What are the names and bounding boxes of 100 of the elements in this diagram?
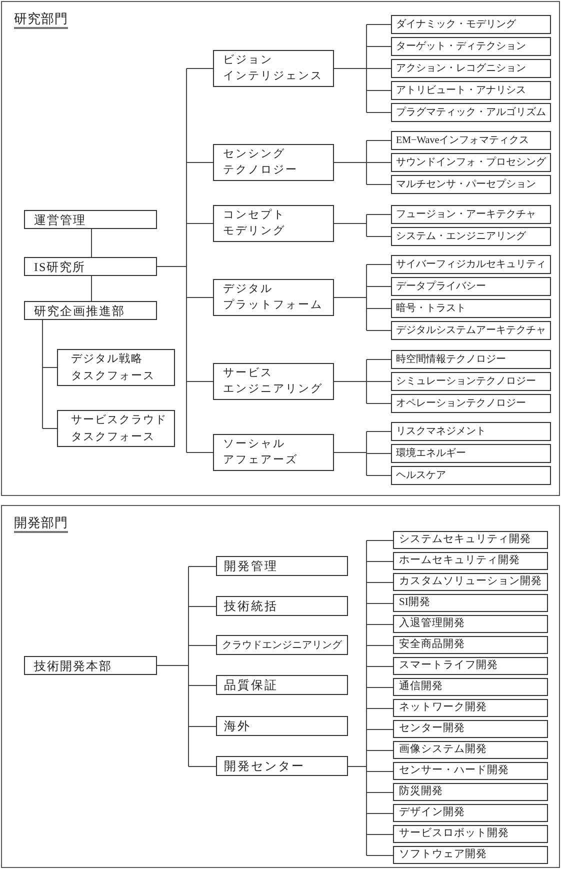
unit-label: 技術統括	[224, 598, 279, 615]
connector-line	[188, 766, 216, 767]
org-unit-box	[24, 210, 157, 229]
org-unit-box	[216, 556, 348, 576]
org-unit-box	[391, 227, 551, 246]
org-unit-box	[393, 846, 548, 864]
connector-line	[42, 428, 58, 429]
unit-label: コンセプトモデリング	[223, 208, 286, 238]
connector-line	[366, 286, 392, 287]
org-unit-box	[391, 277, 551, 296]
unit-label: オペレーションテクノロジー	[396, 397, 527, 411]
org-unit-box	[393, 573, 548, 591]
connector-line	[156, 68, 187, 453]
unit-label: ビジョンインテリジェンス	[223, 52, 324, 84]
unit-label: IS研究所	[34, 258, 87, 276]
unit-label: ソフトウェア開発	[399, 848, 488, 862]
connector-line	[366, 431, 392, 432]
org-unit-box	[393, 699, 548, 717]
unit-label: ホームセキュリティ開発	[399, 554, 521, 568]
unit-label: ダイナミック・モデリング	[396, 18, 517, 32]
org-unit-box	[391, 175, 551, 194]
org-unit-box	[213, 50, 334, 87]
connector-line	[366, 666, 394, 667]
org-unit-box	[393, 657, 548, 675]
connector-line	[366, 771, 394, 772]
connector-line	[366, 359, 392, 360]
connector-line	[366, 453, 392, 454]
unit-label: アクション・レコグニション	[396, 62, 527, 76]
connector-line	[334, 264, 367, 331]
connector-line	[188, 566, 216, 567]
unit-label: サイバーフィジカルセキュリティ	[396, 258, 547, 272]
org-unit-box	[216, 756, 348, 776]
org-unit-box	[213, 279, 334, 316]
connector-line	[348, 540, 367, 856]
connector-line	[366, 381, 392, 382]
org-unit-box	[216, 716, 348, 736]
unit-label: クラウドエンジニアリング	[222, 638, 343, 652]
org-unit-box	[393, 804, 548, 822]
connector-line	[366, 624, 394, 625]
connector-line	[366, 264, 392, 265]
org-unit-box	[391, 103, 551, 122]
org-unit-box	[391, 350, 551, 369]
unit-label: アトリビュート・アナリシス	[396, 84, 527, 98]
org-unit-box	[216, 596, 348, 616]
org-unit-box	[391, 466, 551, 485]
unit-label: 入退管理開発	[399, 616, 466, 632]
unit-label: 時空間情報テクノロジー	[396, 352, 507, 367]
connector-line	[186, 162, 214, 163]
connector-line	[366, 813, 394, 814]
org-unit-box	[216, 635, 348, 655]
org-unit-box	[393, 762, 548, 780]
unit-label: スマートライフ開発	[399, 658, 499, 674]
connector-line	[334, 140, 367, 185]
org-unit-box	[391, 15, 551, 34]
connector-line	[366, 214, 392, 215]
unit-label: センター開発	[399, 722, 466, 736]
org-unit-box	[57, 410, 175, 447]
org-unit-box	[216, 675, 348, 695]
unit-label: サウンドインフォ・プロセシング	[396, 156, 547, 170]
org-unit-box	[24, 656, 157, 675]
unit-label: ネットワーク開発	[399, 700, 488, 716]
unit-label: サービスエンジニアリング	[223, 366, 324, 396]
org-unit-box	[393, 825, 548, 843]
unit-label: サービスクラウドタスクフォース	[71, 413, 168, 444]
connector-line	[366, 687, 394, 688]
connector-line	[366, 90, 392, 91]
section-panel	[1, 1, 560, 496]
unit-label: 海外	[224, 718, 252, 735]
connector-line	[188, 685, 216, 686]
connector-line	[366, 308, 392, 309]
org-unit-box	[391, 59, 551, 78]
section-title: 開発部門	[14, 515, 68, 533]
org-unit-box	[393, 720, 548, 738]
section-title: 研究部門	[14, 11, 68, 29]
connector-line	[186, 452, 214, 453]
unit-label: マルチセンサ・パーセプション	[396, 178, 537, 192]
connector-line	[366, 729, 394, 730]
org-unit-box	[213, 434, 334, 471]
unit-label: 通信開発	[399, 679, 444, 694]
unit-label: 技術開発本部	[34, 658, 113, 674]
unit-label: プラグマティック・アルゴリズム	[396, 106, 547, 120]
connector-line	[366, 792, 394, 793]
connector-line	[186, 381, 214, 382]
unit-label: デジタル戦略タスクフォース	[71, 352, 156, 384]
unit-label: デザイン開発	[399, 806, 466, 820]
unit-label: データプライバシー	[396, 280, 487, 294]
unit-label: ヘルスケア	[396, 469, 447, 483]
connector-line	[366, 162, 392, 163]
org-unit-box	[57, 349, 175, 386]
connector-line	[366, 708, 394, 709]
connector-line	[366, 68, 392, 69]
org-unit-box	[393, 636, 548, 654]
section-panel	[1, 505, 560, 868]
unit-label: EM−Waveインフォマティクス	[396, 134, 530, 148]
connector-line	[156, 566, 189, 767]
connector-line	[366, 834, 394, 835]
unit-label: 安全商品開発	[399, 637, 466, 652]
unit-label: 品質保証	[224, 677, 279, 694]
connector-line	[366, 46, 392, 47]
unit-label: ターゲット・ディテクション	[396, 40, 527, 54]
